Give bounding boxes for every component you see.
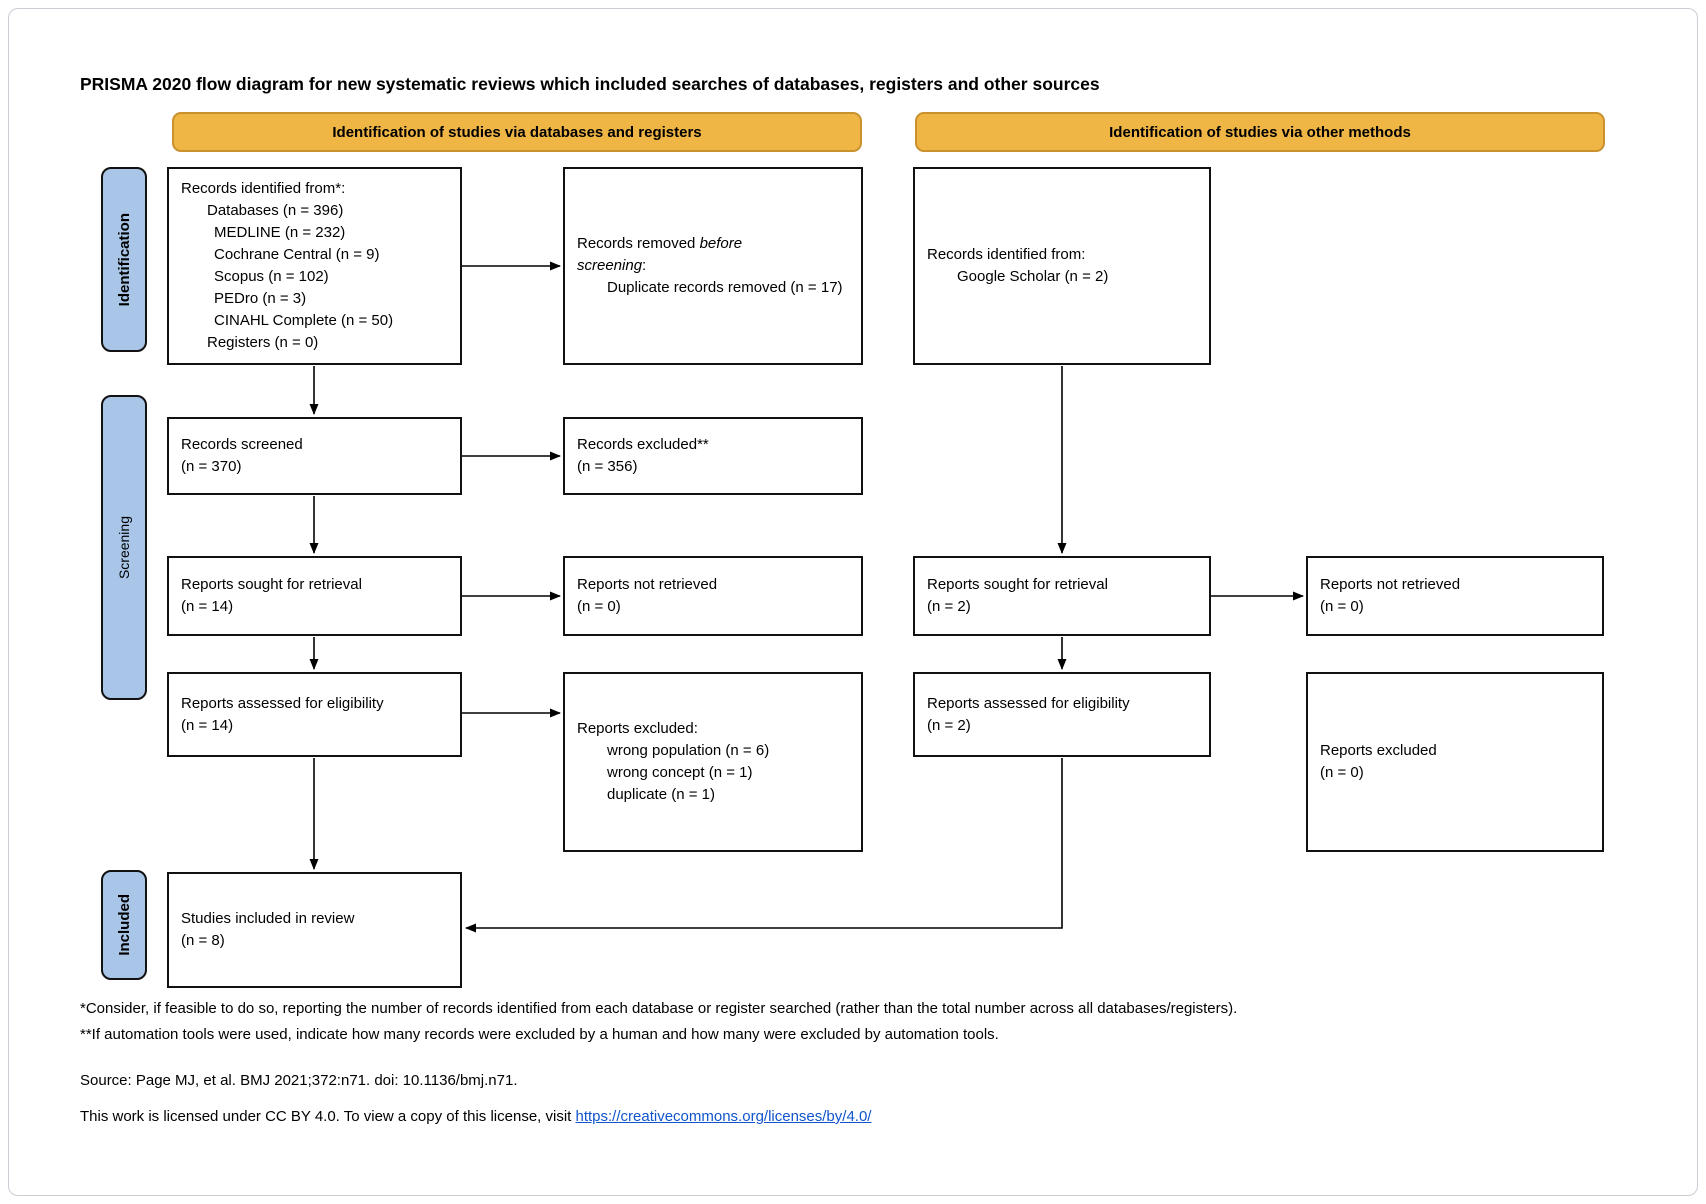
box-records-screened: Records screened (n = 370): [167, 417, 462, 495]
box-count: (n = 8): [181, 932, 225, 949]
banner-other-methods: Identification of studies via other meth…: [915, 112, 1605, 152]
stage-label-identification: Identification: [115, 212, 133, 307]
footnote-double-asterisk: **If automation tools were used, indicat…: [80, 1026, 999, 1043]
box-reports-excluded-reasons: Reports excluded: wrong population (n = …: [563, 672, 863, 852]
box-line: Cochrane Central (n = 9): [214, 246, 380, 263]
box-count: (n = 370): [181, 458, 242, 475]
stage-bar-screening: Screening: [101, 395, 147, 700]
box-heading: Reports excluded:: [577, 720, 698, 737]
banner-databases-registers: Identification of studies via databases …: [172, 112, 862, 152]
box-line: wrong concept (n = 1): [607, 764, 753, 781]
source-citation: Source: Page MJ, et al. BMJ 2021;372:n71…: [80, 1072, 518, 1089]
box-line: duplicate (n = 1): [607, 786, 715, 803]
box-count: (n = 14): [181, 716, 234, 734]
box-count: (n = 356): [577, 458, 638, 475]
box-reports-excluded-other-methods: Reports excluded (n = 0): [1306, 672, 1604, 852]
box-reports-assessed-other-methods: Reports assessed for eligibility (n = 2): [913, 672, 1211, 757]
box-line: Studies included in review: [181, 910, 355, 927]
box-line: CINAHL Complete (n = 50): [214, 312, 394, 329]
box-records-removed-before-screening: Records removed before screening: Duplic…: [563, 167, 863, 365]
box-line: Duplicate records removed (n = 17): [607, 279, 843, 296]
box-heading: Records removed before screening:: [577, 233, 782, 277]
heading-suffix: :: [642, 257, 647, 274]
box-line: Reports assessed for eligibility: [181, 694, 384, 712]
license-text: This work is licensed under CC BY 4.0. T…: [80, 1108, 576, 1125]
box-heading: Records identified from:: [927, 246, 1086, 263]
box-line: Reports not retrieved: [577, 576, 718, 593]
heading-text: Records removed: [577, 235, 700, 252]
footnote-asterisk: *Consider, if feasible to do so, reporti…: [80, 1000, 1238, 1017]
box-reports-assessed-databases: Reports assessed for eligibility (n = 14…: [167, 672, 462, 757]
box-line: PEDro (n = 3): [214, 290, 307, 307]
box-line: MEDLINE (n = 232): [214, 224, 346, 241]
box-line: Reports assessed for eligibility: [927, 694, 1130, 712]
banner-databases-registers-label: Identification of studies via databases …: [332, 123, 702, 141]
box-line: Google Scholar (n = 2): [957, 268, 1109, 285]
stage-bar-included: Included: [101, 870, 147, 980]
stage-bar-identification: Identification: [101, 167, 147, 352]
box-reports-not-retrieved-databases: Reports not retrieved (n = 0): [563, 556, 863, 636]
box-line: Records excluded**: [577, 436, 709, 453]
license-link[interactable]: https://creativecommons.org/licenses/by/…: [575, 1108, 872, 1125]
box-count: (n = 14): [181, 598, 234, 615]
box-count: (n = 2): [927, 716, 971, 734]
stage-label-included: Included: [115, 894, 133, 956]
box-records-identified-other-methods: Records identified from: Google Scholar …: [913, 167, 1211, 365]
banner-other-methods-label: Identification of studies via other meth…: [1109, 123, 1411, 141]
box-line: wrong population (n = 6): [607, 742, 770, 759]
box-line: Registers (n = 0): [207, 334, 319, 351]
box-studies-included: Studies included in review (n = 8): [167, 872, 462, 988]
stage-label-screening: Screening: [116, 515, 132, 580]
box-line: Records identified from*:: [181, 180, 346, 197]
license-statement: This work is licensed under CC BY 4.0. T…: [80, 1108, 1640, 1125]
box-line: Records screened: [181, 436, 303, 453]
box-count: (n = 0): [1320, 764, 1364, 781]
box-count: (n = 0): [1320, 598, 1364, 615]
box-line: Databases (n = 396): [207, 202, 344, 219]
box-records-excluded: Records excluded** (n = 356): [563, 417, 863, 495]
box-line: Reports not retrieved: [1320, 576, 1461, 593]
box-count: (n = 0): [577, 598, 621, 615]
box-reports-sought-databases: Reports sought for retrieval (n = 14): [167, 556, 462, 636]
box-reports-sought-other-methods: Reports sought for retrieval (n = 2): [913, 556, 1211, 636]
box-records-identified-databases: Records identified from*: Databases (n =…: [167, 167, 462, 365]
diagram-title: PRISMA 2020 flow diagram for new systema…: [80, 74, 1100, 94]
box-line: Reports excluded: [1320, 742, 1437, 759]
box-line: Reports sought for retrieval: [181, 576, 362, 593]
box-line: Scopus (n = 102): [214, 268, 329, 285]
heading-italic-text: before screening: [577, 235, 743, 274]
box-reports-not-retrieved-other-methods: Reports not retrieved (n = 0): [1306, 556, 1604, 636]
box-count: (n = 2): [927, 598, 971, 615]
box-line: Reports sought for retrieval: [927, 576, 1108, 593]
